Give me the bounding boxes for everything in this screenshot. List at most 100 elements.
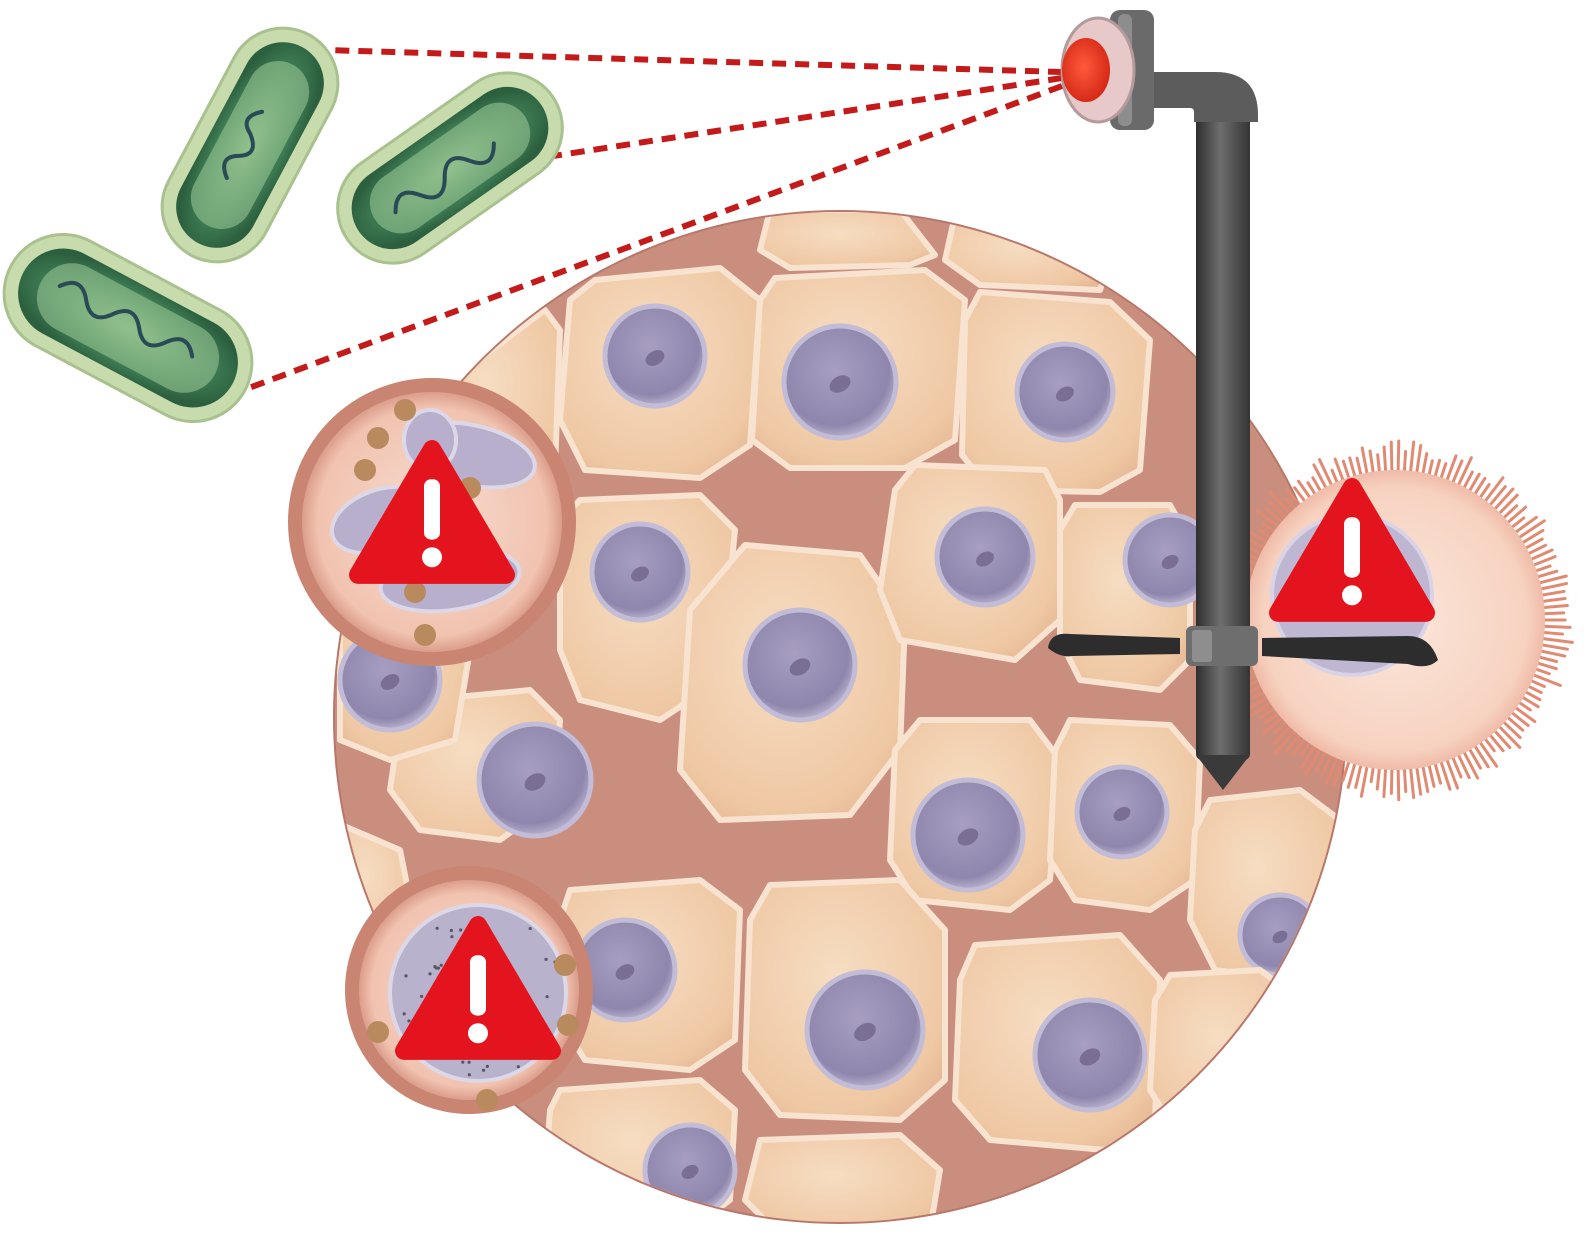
spike [1362,448,1367,475]
bacterium-icon [316,51,584,285]
tissue-cell [1050,720,1200,910]
speckle [440,964,443,967]
spike [1515,707,1535,722]
tissue-cell [880,465,1060,660]
spike [1538,657,1556,662]
speckle [404,974,407,977]
speckle [428,972,431,975]
spike [1404,768,1405,792]
tissue-cell [962,292,1150,492]
tissue-cell [945,215,1110,290]
spike [1350,458,1355,477]
spike [1417,766,1421,794]
spike [1535,669,1550,674]
spike [1542,599,1565,602]
spike [1503,721,1520,737]
spike [1410,442,1413,473]
tissue-cell [680,545,905,820]
spike [1499,495,1518,514]
spike [1537,663,1557,669]
spike [1538,576,1566,583]
speckle [468,1073,471,1076]
speckle [433,965,436,968]
spike [1357,458,1361,476]
granule [367,1021,389,1043]
granule [554,954,576,976]
tissue-cell [752,270,965,468]
speckle [459,928,462,931]
granule [414,624,436,646]
spike [1540,584,1567,590]
tissue-cell [745,1135,940,1235]
spike [1541,591,1564,595]
spike [1541,645,1568,649]
speckle [420,995,423,998]
camera-elbow [1140,72,1258,122]
speckle [482,1069,485,1072]
spike [1435,763,1441,784]
spike [1384,447,1386,472]
spike [1494,489,1513,510]
tissue-cell [890,720,1060,910]
spike [1429,461,1433,476]
camera-lens [1062,38,1110,102]
granule [367,427,389,449]
spike [1542,639,1573,643]
spike [1391,768,1392,793]
spike [1479,742,1496,767]
spike [1371,766,1373,781]
speckle [544,958,547,961]
speckle [450,929,453,932]
spike [1507,507,1526,523]
spike [1308,483,1316,495]
spike [1537,571,1557,577]
spike [1489,487,1505,506]
spike [1384,768,1386,797]
granule [476,1089,498,1111]
spike [1377,767,1379,789]
speckle [517,1065,520,1068]
spike [1391,442,1392,472]
spike [1348,763,1355,788]
speckle [450,935,453,938]
spike [1542,606,1567,608]
granule [557,1014,579,1036]
granule [354,459,376,481]
tissue-cell [545,1080,735,1230]
granule [404,581,426,603]
bacterium-icon [143,9,357,281]
tissue-cell [1150,970,1300,1140]
spike [1464,751,1478,778]
spike [1540,651,1565,656]
spike [1441,464,1446,480]
speckle [407,1019,410,1022]
spike [1530,680,1544,686]
speckle [461,1061,464,1064]
spike [1370,451,1373,474]
spike [1435,460,1440,477]
tissue-cell [955,935,1160,1150]
speckle [486,1065,489,1068]
sight-line [325,50,1062,72]
speckle [529,927,532,930]
speckle [467,1061,470,1064]
spike [1542,632,1562,634]
spike [1356,764,1361,787]
spike [1378,455,1380,473]
spike [1423,454,1427,475]
spike [1423,765,1428,791]
speckle [545,995,548,998]
granule [394,399,416,421]
spike [1410,767,1413,797]
tissue-cell [760,210,935,268]
spike [1398,441,1399,472]
spike [1543,613,1564,614]
spike [1528,686,1542,693]
sight-line [540,78,1062,158]
spike [1361,765,1367,796]
spike [1515,517,1537,533]
tissue-cell [745,880,945,1120]
spike [1343,461,1349,479]
spike [1429,764,1434,786]
